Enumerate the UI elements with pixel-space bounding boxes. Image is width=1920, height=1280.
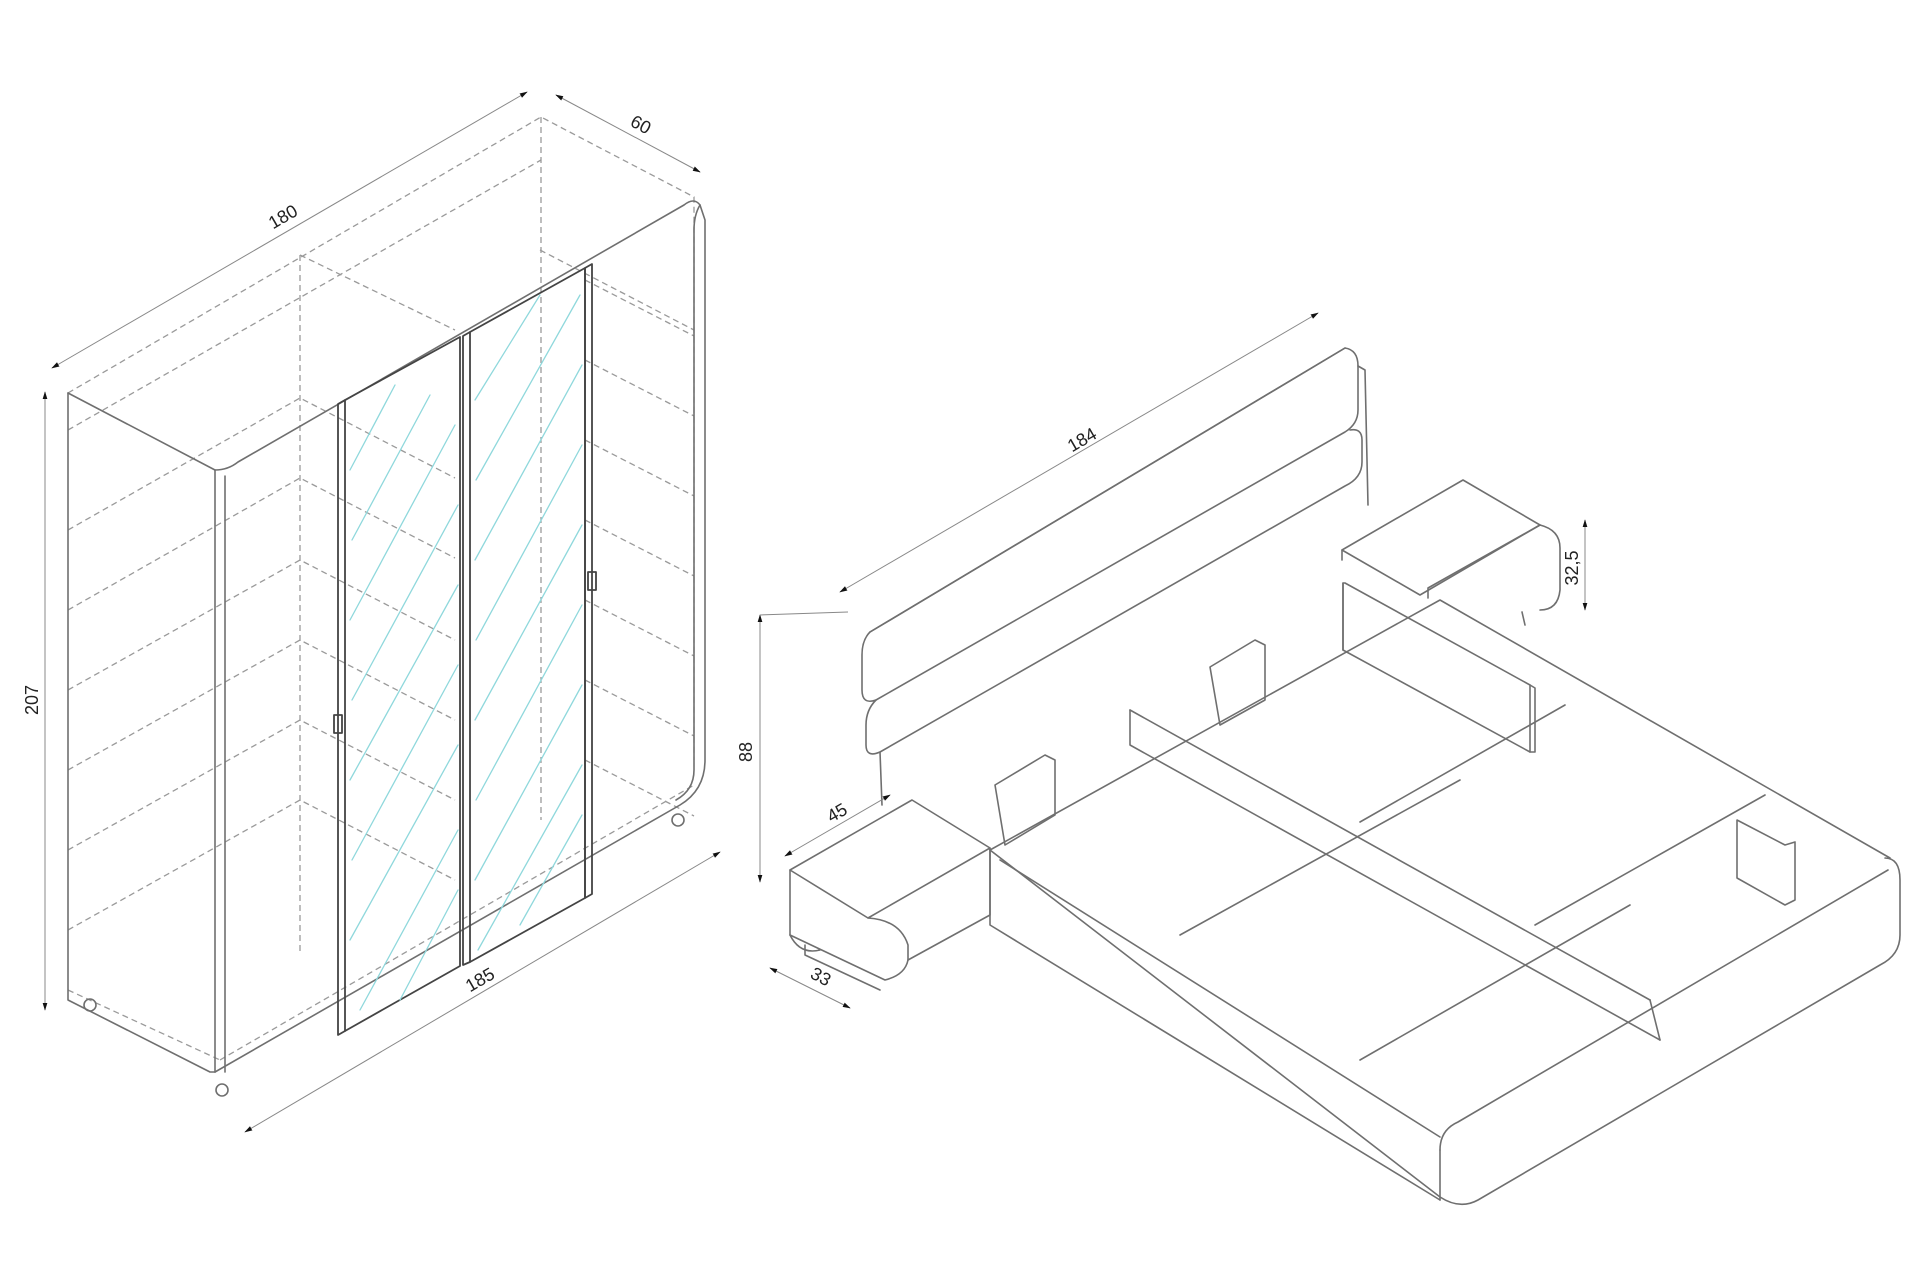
bed-headboard: [861, 347, 1369, 806]
door-handle: [587, 571, 597, 591]
dimension-label-headboard-width: 184: [1064, 424, 1100, 456]
dimension-label-depth: 60: [627, 111, 654, 138]
dimension-label-width-top: 180: [265, 201, 301, 233]
dimension-label-nightstand-height: 32,5: [1562, 550, 1582, 585]
mirror-reflection: [349, 294, 583, 1011]
door-handle: [333, 714, 343, 734]
wardrobe-dimensions: [42, 91, 721, 1133]
bed-frame: [989, 582, 1901, 1206]
dimension-label-nightstand-width: 45: [823, 799, 850, 826]
dimension-label-headboard-height: 88: [736, 742, 756, 762]
wardrobe-feet: [83, 813, 685, 1097]
left-nightstand: [789, 799, 991, 991]
right-nightstand: [1341, 479, 1561, 626]
wardrobe: 180 60 207 185: [22, 91, 721, 1133]
wardrobe-hidden-lines: [67, 116, 695, 1061]
dimension-label-width-bottom: 185: [462, 964, 498, 996]
wardrobe-outline: [67, 200, 706, 1073]
dimension-label-height: 207: [22, 685, 42, 715]
bed: 184 88 45 33 32,5: [736, 312, 1901, 1206]
wardrobe-mirror-doors: [333, 263, 597, 1036]
bed-dimensions: [757, 312, 1588, 1009]
